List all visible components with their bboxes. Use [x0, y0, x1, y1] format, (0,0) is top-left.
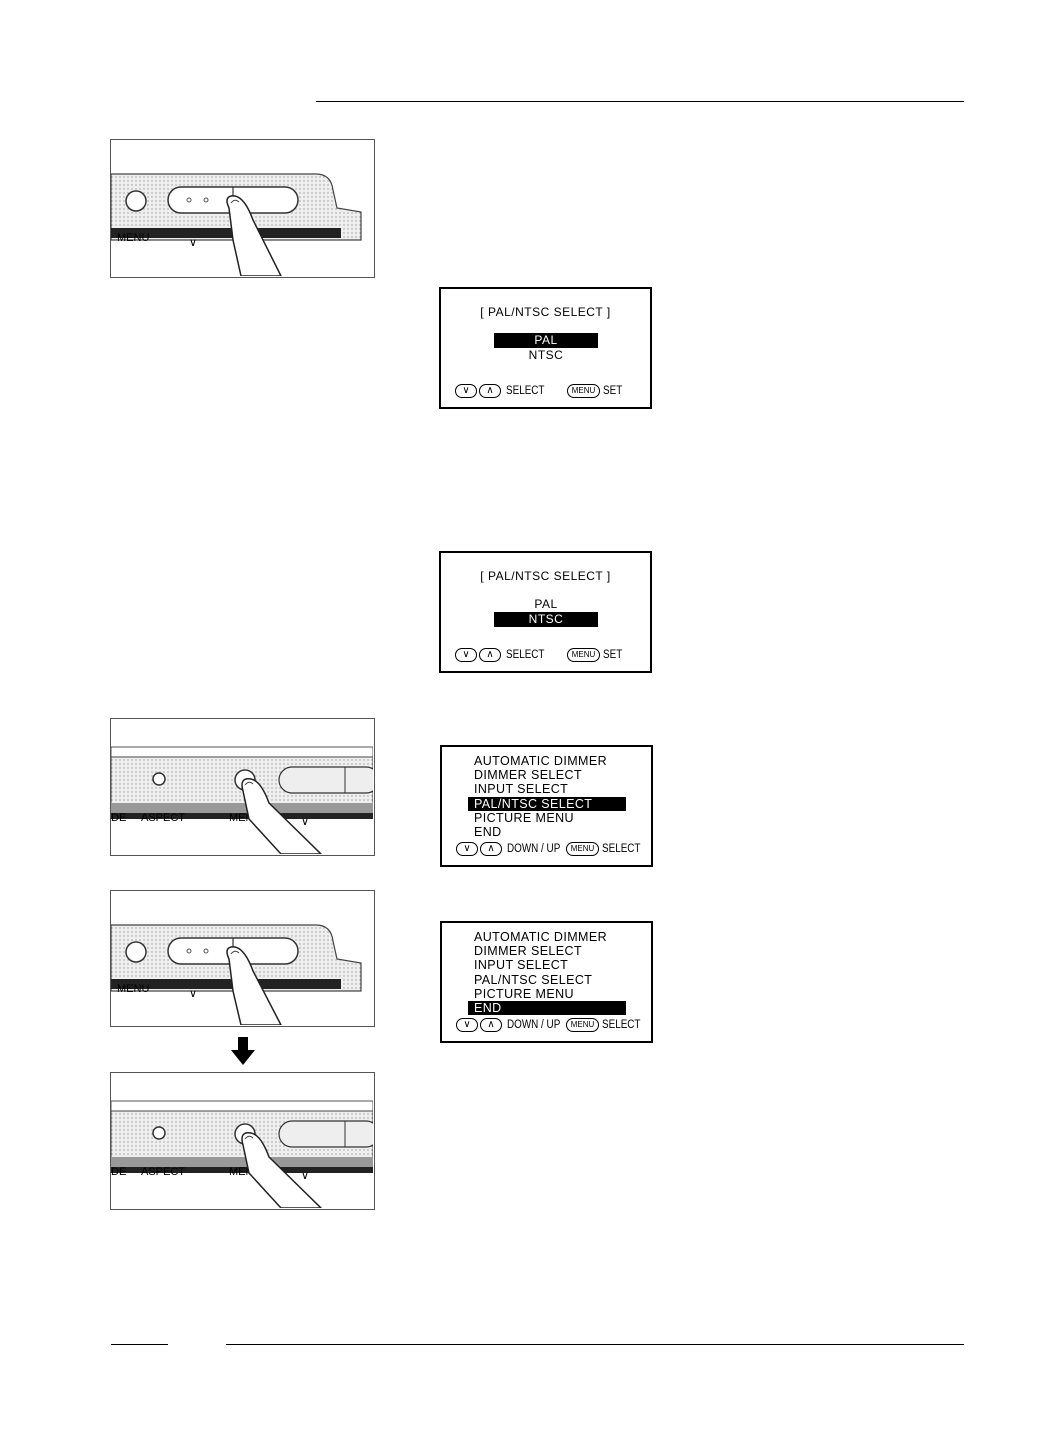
menu-item-input-select[interactable]: INPUT SELECT	[474, 958, 569, 972]
aspect-label: ASPECT	[141, 1166, 185, 1178]
option-ntsc[interactable]: NTSC	[528, 348, 564, 362]
down-key-icon: ∨	[456, 842, 478, 856]
menu-label: MENU	[117, 983, 149, 995]
up-key-icon: ∧	[480, 842, 502, 856]
down-key-icon: ∨	[455, 648, 477, 662]
osd-footer: ∨ ∧ SELECT MENU SET	[453, 648, 640, 665]
select-hint: SELECT	[506, 385, 545, 397]
menu-label: MEN	[229, 1166, 254, 1178]
down-key-icon: ∨	[456, 1018, 478, 1032]
remote-illustration-menu-key-2: DE ASPECT MEN ∨	[110, 1072, 375, 1210]
set-hint: SET	[603, 649, 623, 661]
osd-footer: ∨ ∧ SELECT MENU SET	[453, 384, 640, 401]
down-up-hint: DOWN / UP	[507, 1019, 561, 1031]
menu-item-pal-ntsc-select[interactable]: PAL/NTSC SELECT	[468, 797, 626, 811]
menu-footer: ∨ ∧ DOWN / UP MENU SELECT	[454, 842, 641, 859]
osd-title: [ PAL/NTSC SELECT ]	[480, 569, 611, 583]
up-key-icon: ∧	[479, 384, 501, 398]
menu-item-dimmer-select[interactable]: DIMMER SELECT	[474, 768, 582, 782]
header-rule	[316, 101, 964, 102]
menu-key-icon: MENU	[566, 842, 599, 856]
down-label: ∨	[189, 988, 197, 1000]
setup-menu-screen-pal-ntsc: AUTOMATIC DIMMER DIMMER SELECT INPUT SEL…	[440, 745, 653, 867]
down-up-hint: DOWN / UP	[507, 843, 561, 855]
menu-item-end[interactable]: END	[468, 1001, 626, 1015]
option-pal[interactable]: PAL	[534, 597, 558, 611]
menu-item-picture-menu[interactable]: PICTURE MENU	[474, 987, 574, 1001]
menu-item-picture-menu[interactable]: PICTURE MENU	[474, 811, 574, 825]
option-ntsc[interactable]: NTSC	[494, 612, 598, 627]
setup-menu-screen-end: AUTOMATIC DIMMER DIMMER SELECT INPUT SEL…	[440, 921, 653, 1043]
menu-item-automatic-dimmer[interactable]: AUTOMATIC DIMMER	[474, 754, 608, 768]
menu-item-dimmer-select[interactable]: DIMMER SELECT	[474, 944, 582, 958]
menu-label: MENU	[117, 232, 149, 244]
menu-key-icon: MENU	[566, 1018, 599, 1032]
down-label: ∨	[189, 237, 197, 249]
down-label: ∨	[301, 1170, 309, 1182]
remote-illustration-menu-key: DE ASPECT MEN ∨	[110, 718, 375, 856]
menu-footer: ∨ ∧ DOWN / UP MENU SELECT	[454, 1018, 641, 1035]
pal-ntsc-select-screen-ntsc: [ PAL/NTSC SELECT ] PAL NTSC ∨ ∧ SELECT …	[439, 551, 652, 673]
mode-label: DE	[111, 812, 126, 824]
down-key-icon: ∨	[455, 384, 477, 398]
set-hint: SET	[603, 385, 623, 397]
down-arrow-icon	[231, 1037, 255, 1065]
menu-item-input-select[interactable]: INPUT SELECT	[474, 782, 569, 796]
up-key-icon: ∧	[479, 648, 501, 662]
remote-illustration-down-key: MENU ∨	[110, 139, 375, 278]
mode-label: DE	[111, 1166, 126, 1178]
menu-item-automatic-dimmer[interactable]: AUTOMATIC DIMMER	[474, 930, 608, 944]
select-hint: SELECT	[602, 843, 641, 855]
down-label: ∨	[301, 816, 309, 828]
menu-key-icon: MENU	[567, 648, 600, 662]
select-hint: SELECT	[506, 649, 545, 661]
footer-rule-left	[111, 1344, 168, 1345]
select-hint: SELECT	[602, 1019, 641, 1031]
option-pal[interactable]: PAL	[494, 333, 598, 348]
osd-title: [ PAL/NTSC SELECT ]	[480, 305, 611, 319]
aspect-label: ASPECT	[141, 812, 185, 824]
menu-item-pal-ntsc-select[interactable]: PAL/NTSC SELECT	[474, 973, 593, 987]
menu-label: MEN	[229, 812, 254, 824]
menu-item-end[interactable]: END	[474, 825, 502, 839]
menu-key-icon: MENU	[567, 384, 600, 398]
footer-rule-right	[226, 1344, 964, 1345]
up-key-icon: ∧	[480, 1018, 502, 1032]
pal-ntsc-select-screen-pal: [ PAL/NTSC SELECT ] PAL NTSC ∨ ∧ SELECT …	[439, 287, 652, 409]
remote-illustration-down-key-2: MENU ∨	[110, 890, 375, 1027]
